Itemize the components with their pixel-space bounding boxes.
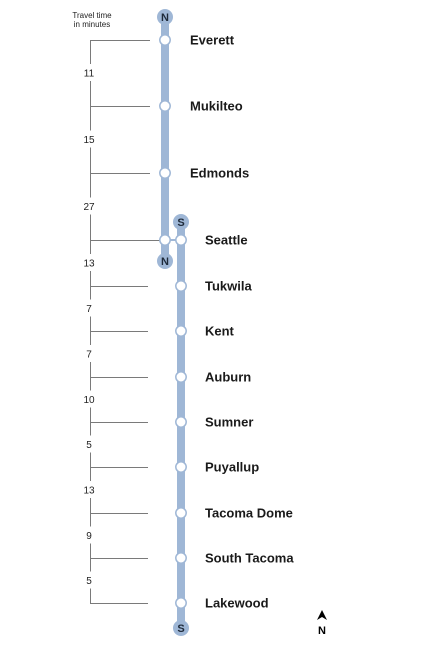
station-marker-edmonds-north-line bbox=[159, 167, 171, 179]
south-line-start-badge: S bbox=[173, 214, 189, 230]
south-line-travel-time-6: 9 bbox=[86, 531, 92, 542]
station-marker-seattle-south-line bbox=[175, 234, 187, 246]
station-label-kent: Kent bbox=[205, 324, 235, 339]
station-label-auburn: Auburn bbox=[205, 370, 251, 385]
station-label-south-tacoma: South Tacoma bbox=[205, 551, 294, 566]
station-label-puyallup: Puyallup bbox=[205, 460, 259, 475]
south-line-end-letter: S bbox=[177, 623, 184, 635]
south-line-travel-time-2: 7 bbox=[86, 350, 92, 361]
south-line-travel-time-5: 13 bbox=[83, 486, 95, 497]
north-line-travel-time-0: 11 bbox=[84, 69, 95, 80]
station-label-seattle-south: Seattle bbox=[205, 233, 248, 248]
station-label-tukwila: Tukwila bbox=[205, 279, 252, 294]
south-line-end-badge: S bbox=[173, 620, 189, 636]
station-markers bbox=[159, 34, 187, 609]
station-marker-puyallup-south-line bbox=[175, 461, 187, 473]
north-arrow-icon bbox=[317, 610, 327, 620]
station-marker-auburn-south-line bbox=[175, 371, 187, 383]
north-line-travel-time-2: 27 bbox=[83, 202, 95, 213]
south-line-start-letter: S bbox=[177, 217, 184, 229]
north-arrow: N bbox=[317, 610, 327, 637]
north-line-end-letter: N bbox=[161, 256, 169, 268]
north-line-start-badge: N bbox=[157, 9, 173, 25]
station-marker-lakewood-south-line bbox=[175, 597, 187, 609]
station-label-edmonds: Edmonds bbox=[190, 166, 249, 181]
station-labels: EverettMukilteoEdmondsSeattleSeattleTukw… bbox=[190, 33, 294, 611]
station-marker-south-tacoma-south-line bbox=[175, 552, 187, 564]
south-line-travel-time-3: 10 bbox=[83, 395, 95, 406]
travel-time-labels: 11 15 27 13 7 7 10 5 13 9 5 bbox=[83, 69, 95, 588]
station-label-everett: Everett bbox=[190, 33, 235, 48]
station-marker-tukwila-south-line bbox=[175, 280, 187, 292]
travel-time-header-line2: in minutes bbox=[74, 20, 110, 29]
station-marker-mukilteo-north-line bbox=[159, 100, 171, 112]
south-line-travel-time-0: 13 bbox=[83, 259, 95, 270]
south-line-travel-time-1: 7 bbox=[86, 304, 92, 315]
compass-label: N bbox=[318, 625, 326, 637]
station-label-mukilteo: Mukilteo bbox=[190, 99, 243, 114]
north-line-start-letter: N bbox=[161, 12, 169, 24]
station-marker-everett-north-line bbox=[159, 34, 171, 46]
station-label-tacoma-dome: Tacoma Dome bbox=[205, 506, 293, 521]
station-label-sumner: Sumner bbox=[205, 415, 253, 430]
travel-time-brackets bbox=[90, 40, 165, 604]
station-marker-kent-south-line bbox=[175, 325, 187, 337]
station-marker-seattle-north-line bbox=[159, 234, 171, 246]
station-marker-sumner-south-line bbox=[175, 416, 187, 428]
station-marker-tacoma-dome-south-line bbox=[175, 507, 187, 519]
south-line-travel-time-7: 5 bbox=[86, 576, 92, 587]
station-label-lakewood: Lakewood bbox=[205, 596, 269, 611]
north-line-end-badge: N bbox=[157, 253, 173, 269]
north-line-travel-time-1: 15 bbox=[83, 135, 95, 146]
travel-time-header-line1: Travel time bbox=[72, 11, 112, 20]
south-line-travel-time-4: 5 bbox=[86, 440, 92, 451]
